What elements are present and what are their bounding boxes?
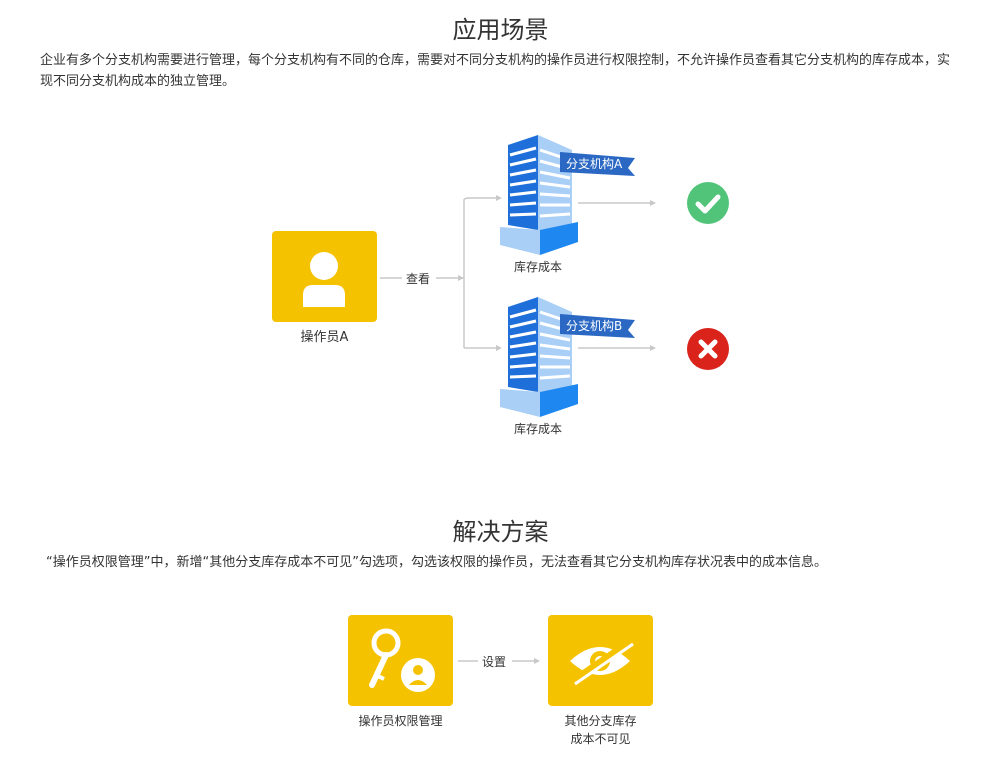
inventory-cost-label-a: 库存成本 bbox=[513, 260, 562, 274]
branch-a-flag: 分支机构A bbox=[566, 157, 623, 171]
permission-icon-box bbox=[348, 615, 453, 706]
view-label: 查看 bbox=[402, 270, 435, 287]
operator-icon-box bbox=[272, 231, 377, 322]
solution-title: 解决方案 bbox=[452, 518, 549, 546]
set-label: 设置 bbox=[478, 653, 511, 670]
hidden-cost-label: 其他分支库存 成本不可见 bbox=[540, 712, 661, 748]
check-icon bbox=[687, 182, 729, 224]
solution-description: “操作员权限管理”中，新增“其他分支库存成本不可见”勾选项，勾选该权限的操作员，… bbox=[46, 555, 827, 570]
user-icon bbox=[303, 252, 345, 307]
hidden-cost-icon-box bbox=[548, 615, 653, 706]
inventory-cost-label-b: 库存成本 bbox=[513, 422, 562, 436]
building-a: 分支机构A bbox=[500, 130, 640, 255]
key-user-icon bbox=[369, 628, 435, 692]
hidden-cost-label-line1: 其他分支库存 bbox=[564, 714, 637, 728]
building-b: 分支机构B bbox=[500, 292, 640, 417]
building-icon bbox=[500, 297, 635, 417]
cross-icon bbox=[687, 328, 729, 370]
perm-mgmt-label: 操作员权限管理 bbox=[358, 714, 443, 728]
operator-label: 操作员A bbox=[300, 330, 349, 345]
hidden-cost-label-line2: 成本不可见 bbox=[570, 732, 631, 746]
scenario-description: 企业有多个分支机构需要进行管理，每个分支机构有不同的仓库，需要对不同分支机构的操… bbox=[40, 53, 951, 89]
eye-slash-icon bbox=[570, 638, 634, 686]
branch-b-flag: 分支机构B bbox=[566, 319, 623, 333]
building-icon bbox=[500, 135, 635, 255]
scenario-title: 应用场景 bbox=[452, 16, 549, 44]
